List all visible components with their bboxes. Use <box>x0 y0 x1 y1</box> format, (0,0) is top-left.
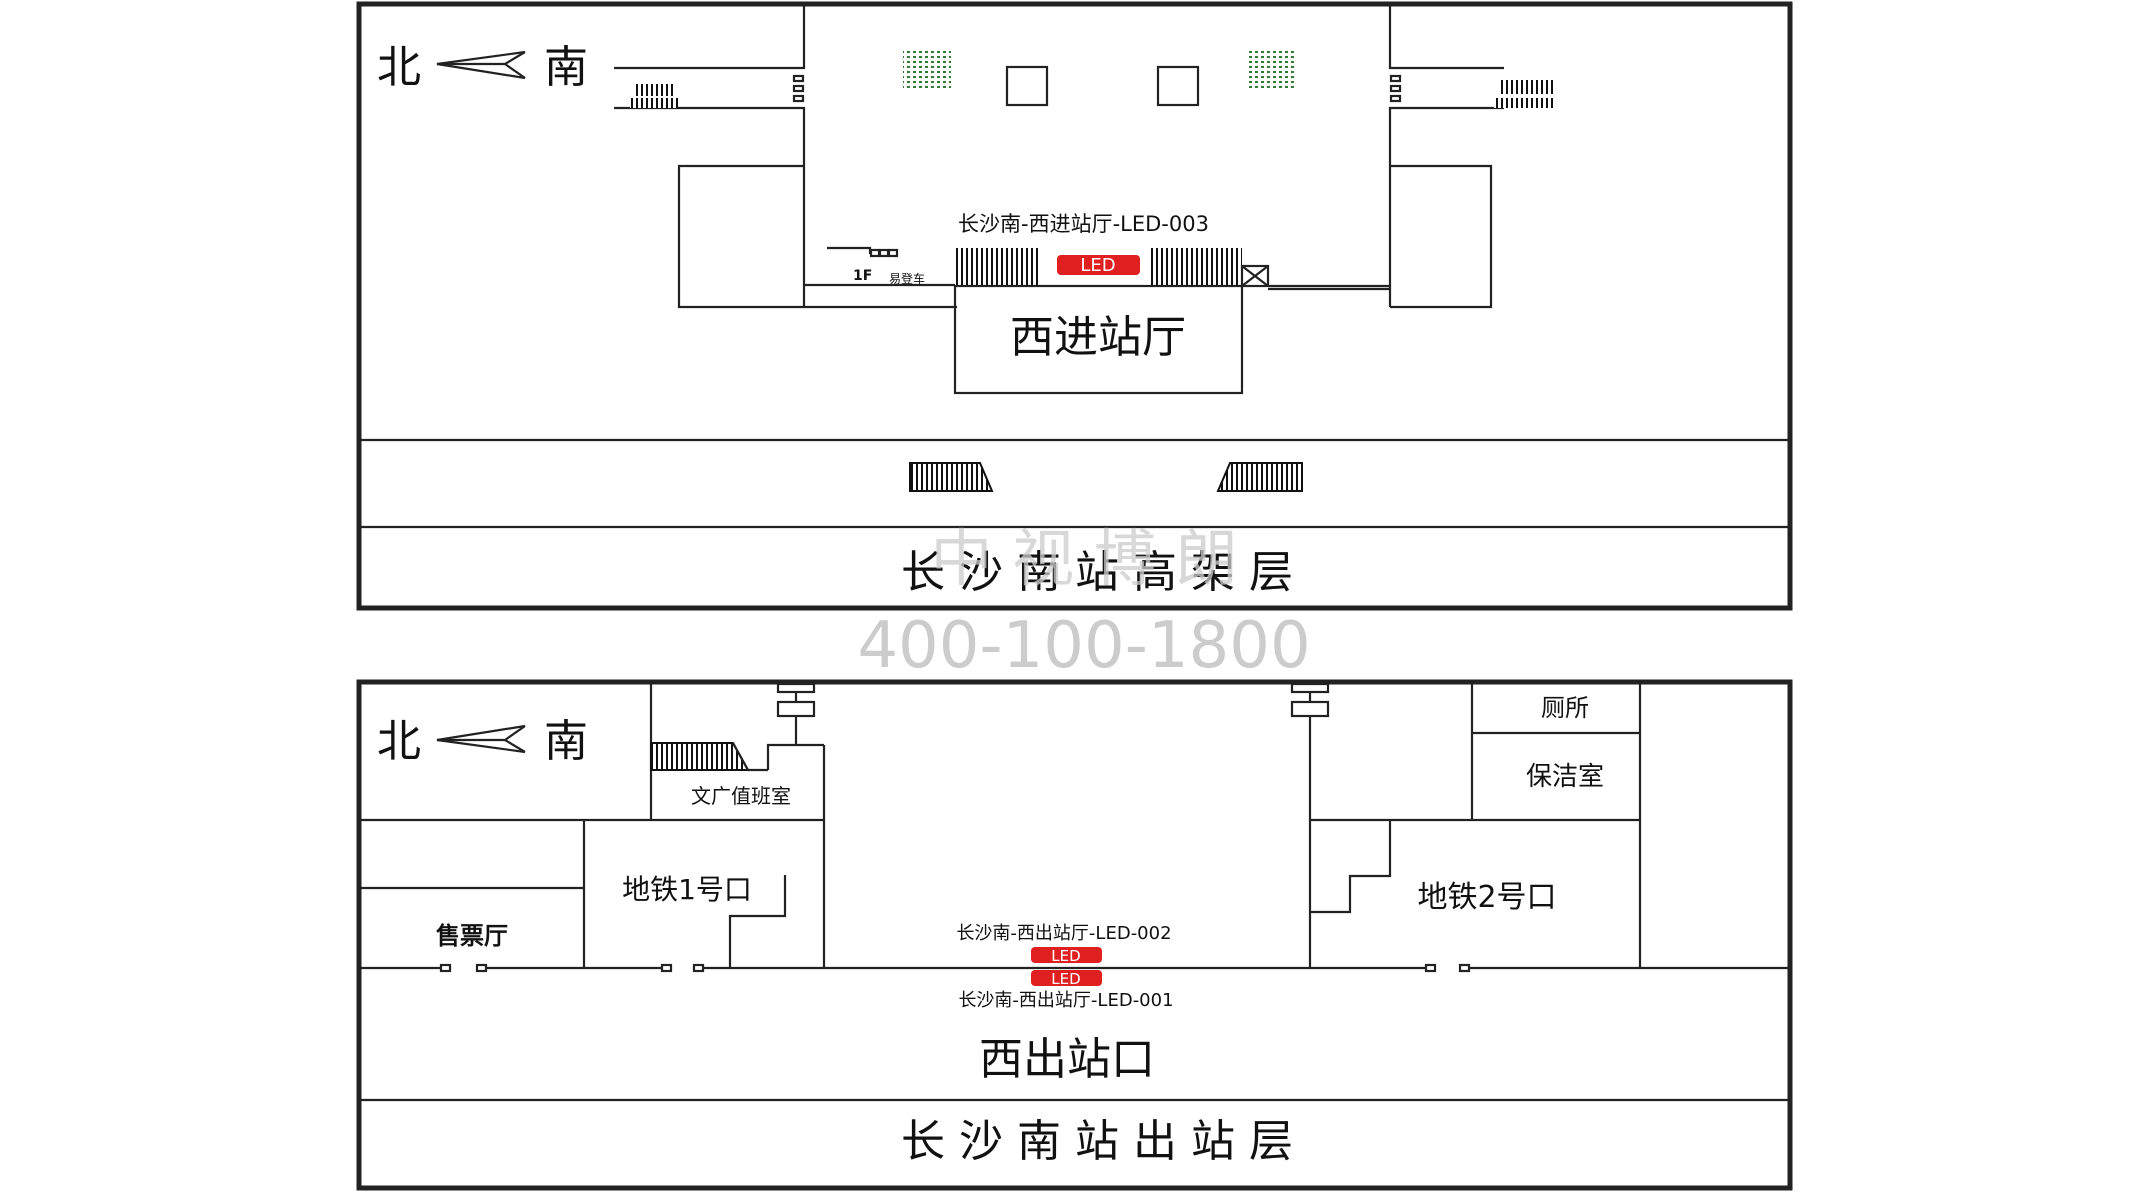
pillar <box>1156 65 1200 107</box>
exit-floor-plan: 北 南 文广值班室 <box>356 679 1793 1191</box>
compass-arrow-icon <box>436 50 526 80</box>
door-icon <box>660 963 673 973</box>
led-003-badge <box>1057 255 1140 275</box>
pillar-icon <box>776 682 816 745</box>
compass-south-label: 南 <box>544 42 588 93</box>
door-icon <box>475 963 488 973</box>
watermark-brand: 中 视 博 朗 <box>930 522 1237 595</box>
elevated-floor-plan: 北 南 <box>356 1 1793 611</box>
compass-south-label: 南 <box>544 716 588 767</box>
led-002-label: 长沙南-西出站厅-LED-002 <box>956 923 1171 944</box>
exit-name-label: 西出站口 <box>979 1034 1155 1085</box>
led-002-badge-text: LED <box>1051 947 1080 965</box>
compass-north-label: 北 <box>377 42 421 93</box>
hall-name-label: 西进站厅 <box>1010 312 1186 363</box>
pillar <box>1005 65 1049 107</box>
barrier-free-label: 易登车 <box>889 271 925 286</box>
seating-block-icon <box>903 50 951 90</box>
ticket-gate-icon <box>955 248 1040 286</box>
seating-block-icon <box>1247 50 1295 90</box>
led-001-label: 长沙南-西出站厅-LED-001 <box>958 990 1173 1011</box>
door-icon <box>1424 963 1437 973</box>
led-003-label: 长沙南-西进站厅-LED-003 <box>958 212 1209 236</box>
right-door-icon <box>1389 74 1402 103</box>
pillar-icon <box>1290 682 1330 820</box>
left-door-icon <box>792 74 805 103</box>
toilet-label: 厕所 <box>1541 694 1589 722</box>
exit-floor-frame <box>356 679 1793 1191</box>
watermark-phone: 400-100-1800 <box>857 609 1310 683</box>
led-001-badge-text: LED <box>1051 970 1080 988</box>
compass-arrow-icon <box>436 724 526 754</box>
escalator-icon <box>909 462 994 492</box>
metro-exit-1-label: 地铁1号口 <box>622 873 752 906</box>
door-icon <box>439 963 452 973</box>
compass-north-label: 北 <box>377 716 421 767</box>
right-turnstile-icon <box>1494 80 1554 108</box>
door-icon <box>1458 963 1471 973</box>
led-003-badge-text: LED <box>1080 255 1115 276</box>
led-001-badge <box>1031 970 1102 986</box>
elevated-floor-frame <box>356 1 1793 611</box>
ticket-gate-icon <box>1148 248 1242 286</box>
door-icon <box>692 963 705 973</box>
floor-mark-1f: 1F <box>853 268 872 284</box>
elevated-floor-title: 长 沙 南 站 高 架 层 <box>901 547 1293 598</box>
cleaning-room-label: 保洁室 <box>1526 762 1604 792</box>
stairs-icon <box>650 742 768 772</box>
left-turnstile-icon <box>630 84 678 108</box>
metro-exit-2-label: 地铁2号口 <box>1417 880 1556 915</box>
west-entrance-hall <box>953 284 1244 395</box>
exit-floor-title: 长 沙 南 站 出 站 层 <box>901 1116 1293 1167</box>
ticket-hall-label: 售票厅 <box>436 922 508 950</box>
duty-room-label: 文广值班室 <box>691 784 791 808</box>
elevator-icon <box>1240 264 1270 288</box>
escalator-icon <box>1216 462 1303 492</box>
led-002-badge <box>1031 947 1102 963</box>
